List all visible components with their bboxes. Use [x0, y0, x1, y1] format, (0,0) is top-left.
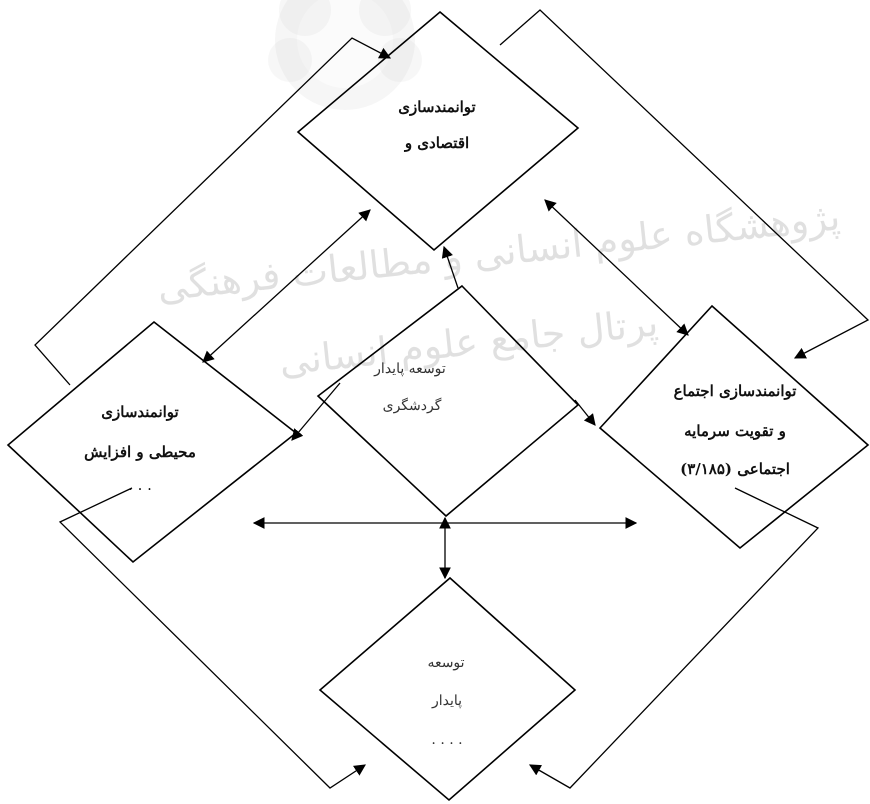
- link-left-top: [202, 209, 371, 363]
- outer-connectors: [34, 9, 870, 789]
- connector-top-to-right: [499, 9, 870, 359]
- link-center-left: [291, 382, 341, 441]
- connector-bottom-to-left-loop: [58, 487, 366, 789]
- node-top-shape: [296, 10, 580, 252]
- node-right-line-1: توانمندسازی اجتماع: [674, 382, 797, 400]
- inner-links: [202, 199, 689, 580]
- node-bottom: توسعه پایدار . . . .: [318, 576, 577, 802]
- node-bottom-line-2: پایدار: [431, 693, 462, 709]
- node-center-line-2: گردشگری: [383, 397, 442, 414]
- node-left: توانمندسازی محیطی و افزایش . . .: [6, 320, 298, 564]
- node-center-line-1: توسعه پایدار: [373, 361, 446, 377]
- node-left-shape: [6, 320, 298, 564]
- node-center: توسعه پایدار گردشگری: [316, 284, 580, 518]
- link-top-right: [544, 199, 689, 336]
- connector-left-to-top: [34, 37, 392, 386]
- node-right-shape: [598, 304, 870, 550]
- connector-right-to-bottom-loop: [528, 487, 820, 789]
- node-right-line-3: اجتماعی (۳/۱۸۵): [680, 460, 790, 478]
- node-bottom-line-3: . . . .: [431, 732, 462, 748]
- link-center-right: [574, 399, 596, 426]
- node-bottom-line-1: توسعه: [427, 655, 464, 671]
- node-right: توانمندسازی اجتماع و تقویت سرمایه اجتماع…: [598, 304, 870, 550]
- watermark-logo: [268, 0, 422, 110]
- node-top-line-2: اقتصادی و: [404, 134, 469, 152]
- node-center-shape: [316, 284, 580, 518]
- node-left-line-3: . . .: [128, 476, 152, 494]
- watermark: پژوهشگاه علوم انسانی و مطالعات فرهنگی پر…: [155, 0, 842, 385]
- watermark-line-1: پژوهشگاه علوم انسانی و مطالعات فرهنگی: [155, 194, 842, 310]
- node-top: توانمندسازی اقتصادی و: [296, 10, 580, 252]
- watermark-line-2: پرتال جامع علوم انسانی: [277, 300, 660, 385]
- node-bottom-shape: [318, 576, 577, 802]
- node-left-line-2: محیطی و افزایش: [84, 443, 196, 461]
- node-top-line-1: توانمندسازی: [398, 98, 475, 116]
- link-center-top: [441, 245, 459, 289]
- node-right-line-2: و تقویت سرمایه: [684, 422, 786, 440]
- node-left-line-1: توانمندسازی: [101, 403, 178, 421]
